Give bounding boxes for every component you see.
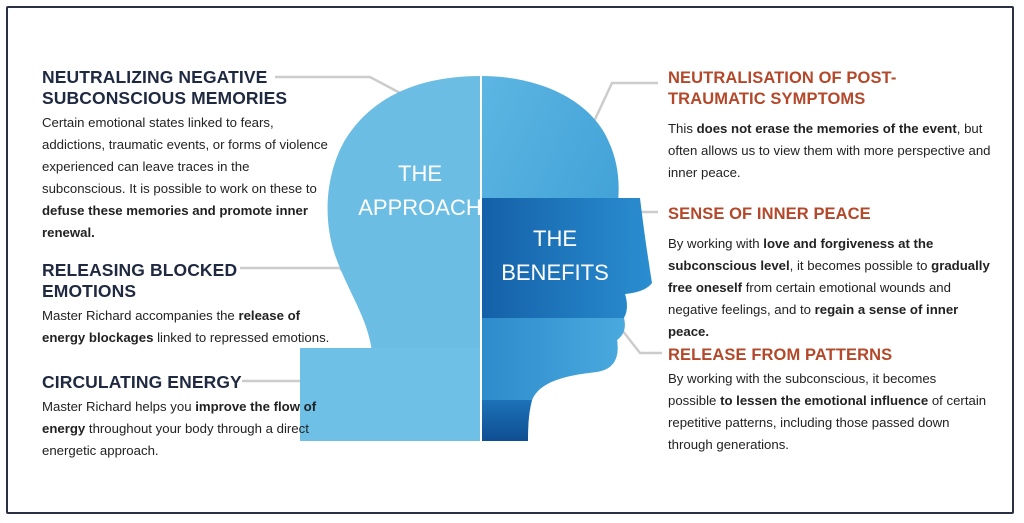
body-text: throughout your body through a direct en… [42,421,309,458]
emphasis-text: defuse these memories and promote inner … [42,203,309,240]
left-section-2: RELEASING BLOCKED EMOTIONS Master Richar… [42,260,342,349]
body-text: , it becomes possible to [789,258,932,273]
connector-line [621,329,662,355]
approach-label: THE APPROACH [355,160,485,222]
emphasis-text: regain a sense of inner peace. [668,302,959,339]
body-text: Master Richard accompanies the [42,308,239,323]
section-heading: RELEASE FROM PATTERNS [668,346,893,364]
connector-line [275,75,403,96]
left-section-1: NEUTRALIZING NEGATIVE SUBCONSCIOUS MEMOR… [42,67,332,244]
section-body: This does not erase the memories of the … [668,118,993,184]
emphasis-text: does not erase the memories of the event [696,121,957,136]
emphasis-text: release of energy blockages [42,308,301,345]
emphasis-text: love and forgiveness at the subconscious… [668,236,934,273]
benefits-label: THE BENEFITS [500,225,610,287]
benefits-label-line: BENEFITS [501,260,609,285]
body-text: Master Richard helps you [42,399,196,414]
body-text: of certain repetitive patterns, includin… [668,393,987,452]
body-text: linked to repressed emotions. [153,330,330,345]
section-body: By working with the subconscious, it bec… [668,368,988,456]
emphasis-text: to lessen the emotional influence [720,393,929,408]
section-heading: RELEASING BLOCKED EMOTIONS [42,260,238,301]
left-section-3: CIRCULATING ENERGY Master Richard helps … [42,372,327,462]
right-section-2: SENSE OF INNER PEACE By working with lov… [668,204,993,343]
body-text: from certain emotional wounds and negati… [668,280,951,317]
section-heading: CIRCULATING ENERGY [42,372,242,392]
approach-label-line: THE [398,161,442,186]
section-body: Master Richard accompanies the release o… [42,305,342,349]
benefits-label-line: THE [533,226,577,251]
emphasis-text: gradually free oneself [668,258,990,295]
body-text: By working with the subconscious, it bec… [668,371,937,408]
section-body: Master Richard helps you improve the flo… [42,396,327,462]
body-text: , but often allows us to view them with … [668,121,991,180]
approach-label-line: APPROACH [358,195,482,220]
section-body: By working with love and forgiveness at … [668,233,993,343]
emphasis-text: improve the flow of energy [42,399,317,436]
section-heading: SENSE OF INNER PEACE [668,205,871,223]
section-heading: NEUTRALIZING NEGATIVE SUBCONSCIOUS MEMOR… [42,67,288,108]
body-text: This [668,121,697,136]
right-section-1: NEUTRALISATION OF POST- TRAUMATIC SYMPTO… [668,68,993,184]
head-right-half [481,76,652,441]
head-left-half [300,76,481,441]
section-heading: NEUTRALISATION OF POST- TRAUMATIC SYMPTO… [668,69,897,108]
section-body: Certain emotional states linked to fears… [42,112,332,244]
connector-line [588,81,658,131]
body-text: Certain emotional states linked to fears… [42,115,328,196]
body-text: By working with [668,236,764,251]
right-section-3: RELEASE FROM PATTERNS By working with th… [668,345,988,456]
